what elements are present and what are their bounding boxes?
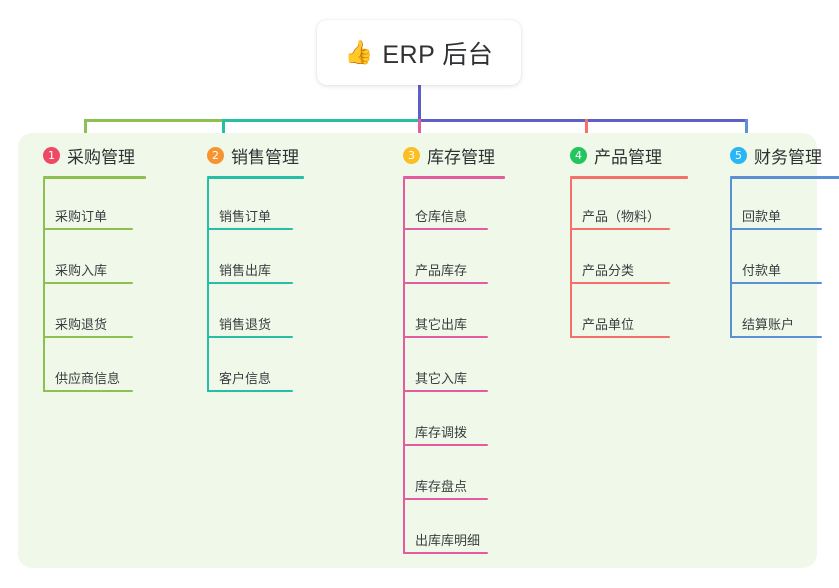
leaf-item[interactable]: 结算账户: [730, 314, 822, 344]
leaf-item-underline: [207, 390, 293, 392]
leaf-item-label: 采购退货: [55, 317, 108, 332]
leaf-item-label: 产品分类: [582, 263, 635, 278]
column-stem-3: [403, 179, 405, 554]
leaf-item-underline: [403, 444, 488, 446]
leaf-item[interactable]: 供应商信息: [43, 368, 133, 398]
leaf-item-label: 产品库存: [415, 263, 468, 278]
bus-segment-teal: [222, 119, 420, 122]
leaf-item[interactable]: 采购入库: [43, 260, 133, 290]
leaf-item-label: 其它入库: [415, 371, 468, 386]
leaf-item-label: 付款单: [742, 263, 782, 278]
root-node[interactable]: 👍 ERP 后台: [317, 20, 521, 85]
leaf-item-label: 库存调拨: [415, 425, 468, 440]
leaf-item-underline: [403, 390, 488, 392]
leaf-item[interactable]: 回款单: [730, 206, 822, 236]
leaf-item-label: 销售退货: [219, 317, 272, 332]
leaf-item-underline: [43, 282, 133, 284]
root-node-content: 👍 ERP 后台: [345, 35, 494, 71]
leaf-item[interactable]: 其它出库: [403, 314, 488, 344]
column-underline-4: [570, 176, 688, 179]
leaf-item-label: 其它出库: [415, 317, 468, 332]
leaf-item-label: 回款单: [742, 209, 782, 224]
leaf-item-label: 供应商信息: [55, 371, 121, 386]
leaf-item[interactable]: 销售订单: [207, 206, 293, 236]
column-badge-3: 3: [403, 147, 420, 164]
leaf-item[interactable]: 产品（物料）: [570, 206, 670, 236]
leaf-item[interactable]: 付款单: [730, 260, 822, 290]
leaf-item[interactable]: 产品分类: [570, 260, 670, 290]
leaf-item-label: 客户信息: [219, 371, 272, 386]
leaf-item[interactable]: 客户信息: [207, 368, 293, 398]
column-underline-5: [730, 176, 839, 179]
leaf-item-underline: [403, 552, 488, 554]
column-underline-2: [207, 176, 304, 179]
column-badge-1: 1: [43, 147, 60, 164]
column-badge-2: 2: [207, 147, 224, 164]
leaf-item[interactable]: 销售退货: [207, 314, 293, 344]
root-title: ERP 后台: [382, 40, 494, 69]
leaf-item-label: 仓库信息: [415, 209, 468, 224]
column-underline-1: [43, 176, 146, 179]
mindmap-panel: [18, 133, 817, 568]
bus-segment-green: [84, 119, 224, 122]
leaf-item[interactable]: 库存调拨: [403, 422, 488, 452]
leaf-item[interactable]: 产品单位: [570, 314, 670, 344]
column-stem-2: [207, 179, 209, 392]
column-underline-3: [403, 176, 505, 179]
leaf-item-underline: [730, 282, 822, 284]
leaf-item-underline: [207, 282, 293, 284]
column-header-2[interactable]: 2 销售管理: [207, 143, 299, 168]
column-badge-4: 4: [570, 147, 587, 164]
column-header-3[interactable]: 3 库存管理: [403, 143, 495, 168]
column-header-5[interactable]: 5 财务管理: [730, 143, 822, 168]
leaf-item-label: 销售订单: [219, 209, 272, 224]
column-title-4: 产品管理: [594, 148, 662, 167]
leaf-item[interactable]: 销售出库: [207, 260, 293, 290]
leaf-item-underline: [403, 228, 488, 230]
column-stem-5: [730, 179, 732, 338]
column-title-5: 财务管理: [754, 148, 822, 167]
leaf-item-underline: [43, 390, 133, 392]
leaf-item[interactable]: 库存盘点: [403, 476, 488, 506]
leaf-item-label: 出库库明细: [415, 533, 481, 548]
leaf-item-label: 采购入库: [55, 263, 108, 278]
column-header-1[interactable]: 1 采购管理: [43, 143, 135, 168]
column-stem-4: [570, 179, 572, 338]
leaf-item-underline: [403, 336, 488, 338]
leaf-item-label: 库存盘点: [415, 479, 468, 494]
leaf-item-underline: [403, 282, 488, 284]
leaf-item-underline: [570, 336, 670, 338]
column-header-4[interactable]: 4 产品管理: [570, 143, 662, 168]
column-title-3: 库存管理: [427, 148, 495, 167]
leaf-item-underline: [43, 336, 133, 338]
bus-segment-blue: [418, 119, 748, 122]
column-badge-5: 5: [730, 147, 747, 164]
leaf-item-underline: [730, 336, 822, 338]
column-stem-1: [43, 179, 45, 392]
leaf-item-underline: [570, 282, 670, 284]
leaf-item-underline: [207, 336, 293, 338]
leaf-item[interactable]: 出库库明细: [403, 530, 488, 560]
leaf-item-underline: [570, 228, 670, 230]
leaf-item-label: 销售出库: [219, 263, 272, 278]
leaf-item[interactable]: 仓库信息: [403, 206, 488, 236]
leaf-item-label: 结算账户: [742, 317, 795, 332]
leaf-item-label: 产品单位: [582, 317, 635, 332]
leaf-item-label: 采购订单: [55, 209, 108, 224]
leaf-item-underline: [43, 228, 133, 230]
leaf-item-label: 产品（物料）: [582, 209, 661, 224]
leaf-item[interactable]: 采购退货: [43, 314, 133, 344]
leaf-item-underline: [207, 228, 293, 230]
thumbs-up-icon: 👍: [344, 39, 374, 65]
column-title-2: 销售管理: [231, 148, 299, 167]
leaf-item[interactable]: 其它入库: [403, 368, 488, 398]
leaf-item-underline: [403, 498, 488, 500]
leaf-item[interactable]: 采购订单: [43, 206, 133, 236]
leaf-item[interactable]: 产品库存: [403, 260, 488, 290]
column-title-1: 采购管理: [67, 148, 135, 167]
leaf-item-underline: [730, 228, 822, 230]
root-stem-line: [418, 85, 421, 121]
